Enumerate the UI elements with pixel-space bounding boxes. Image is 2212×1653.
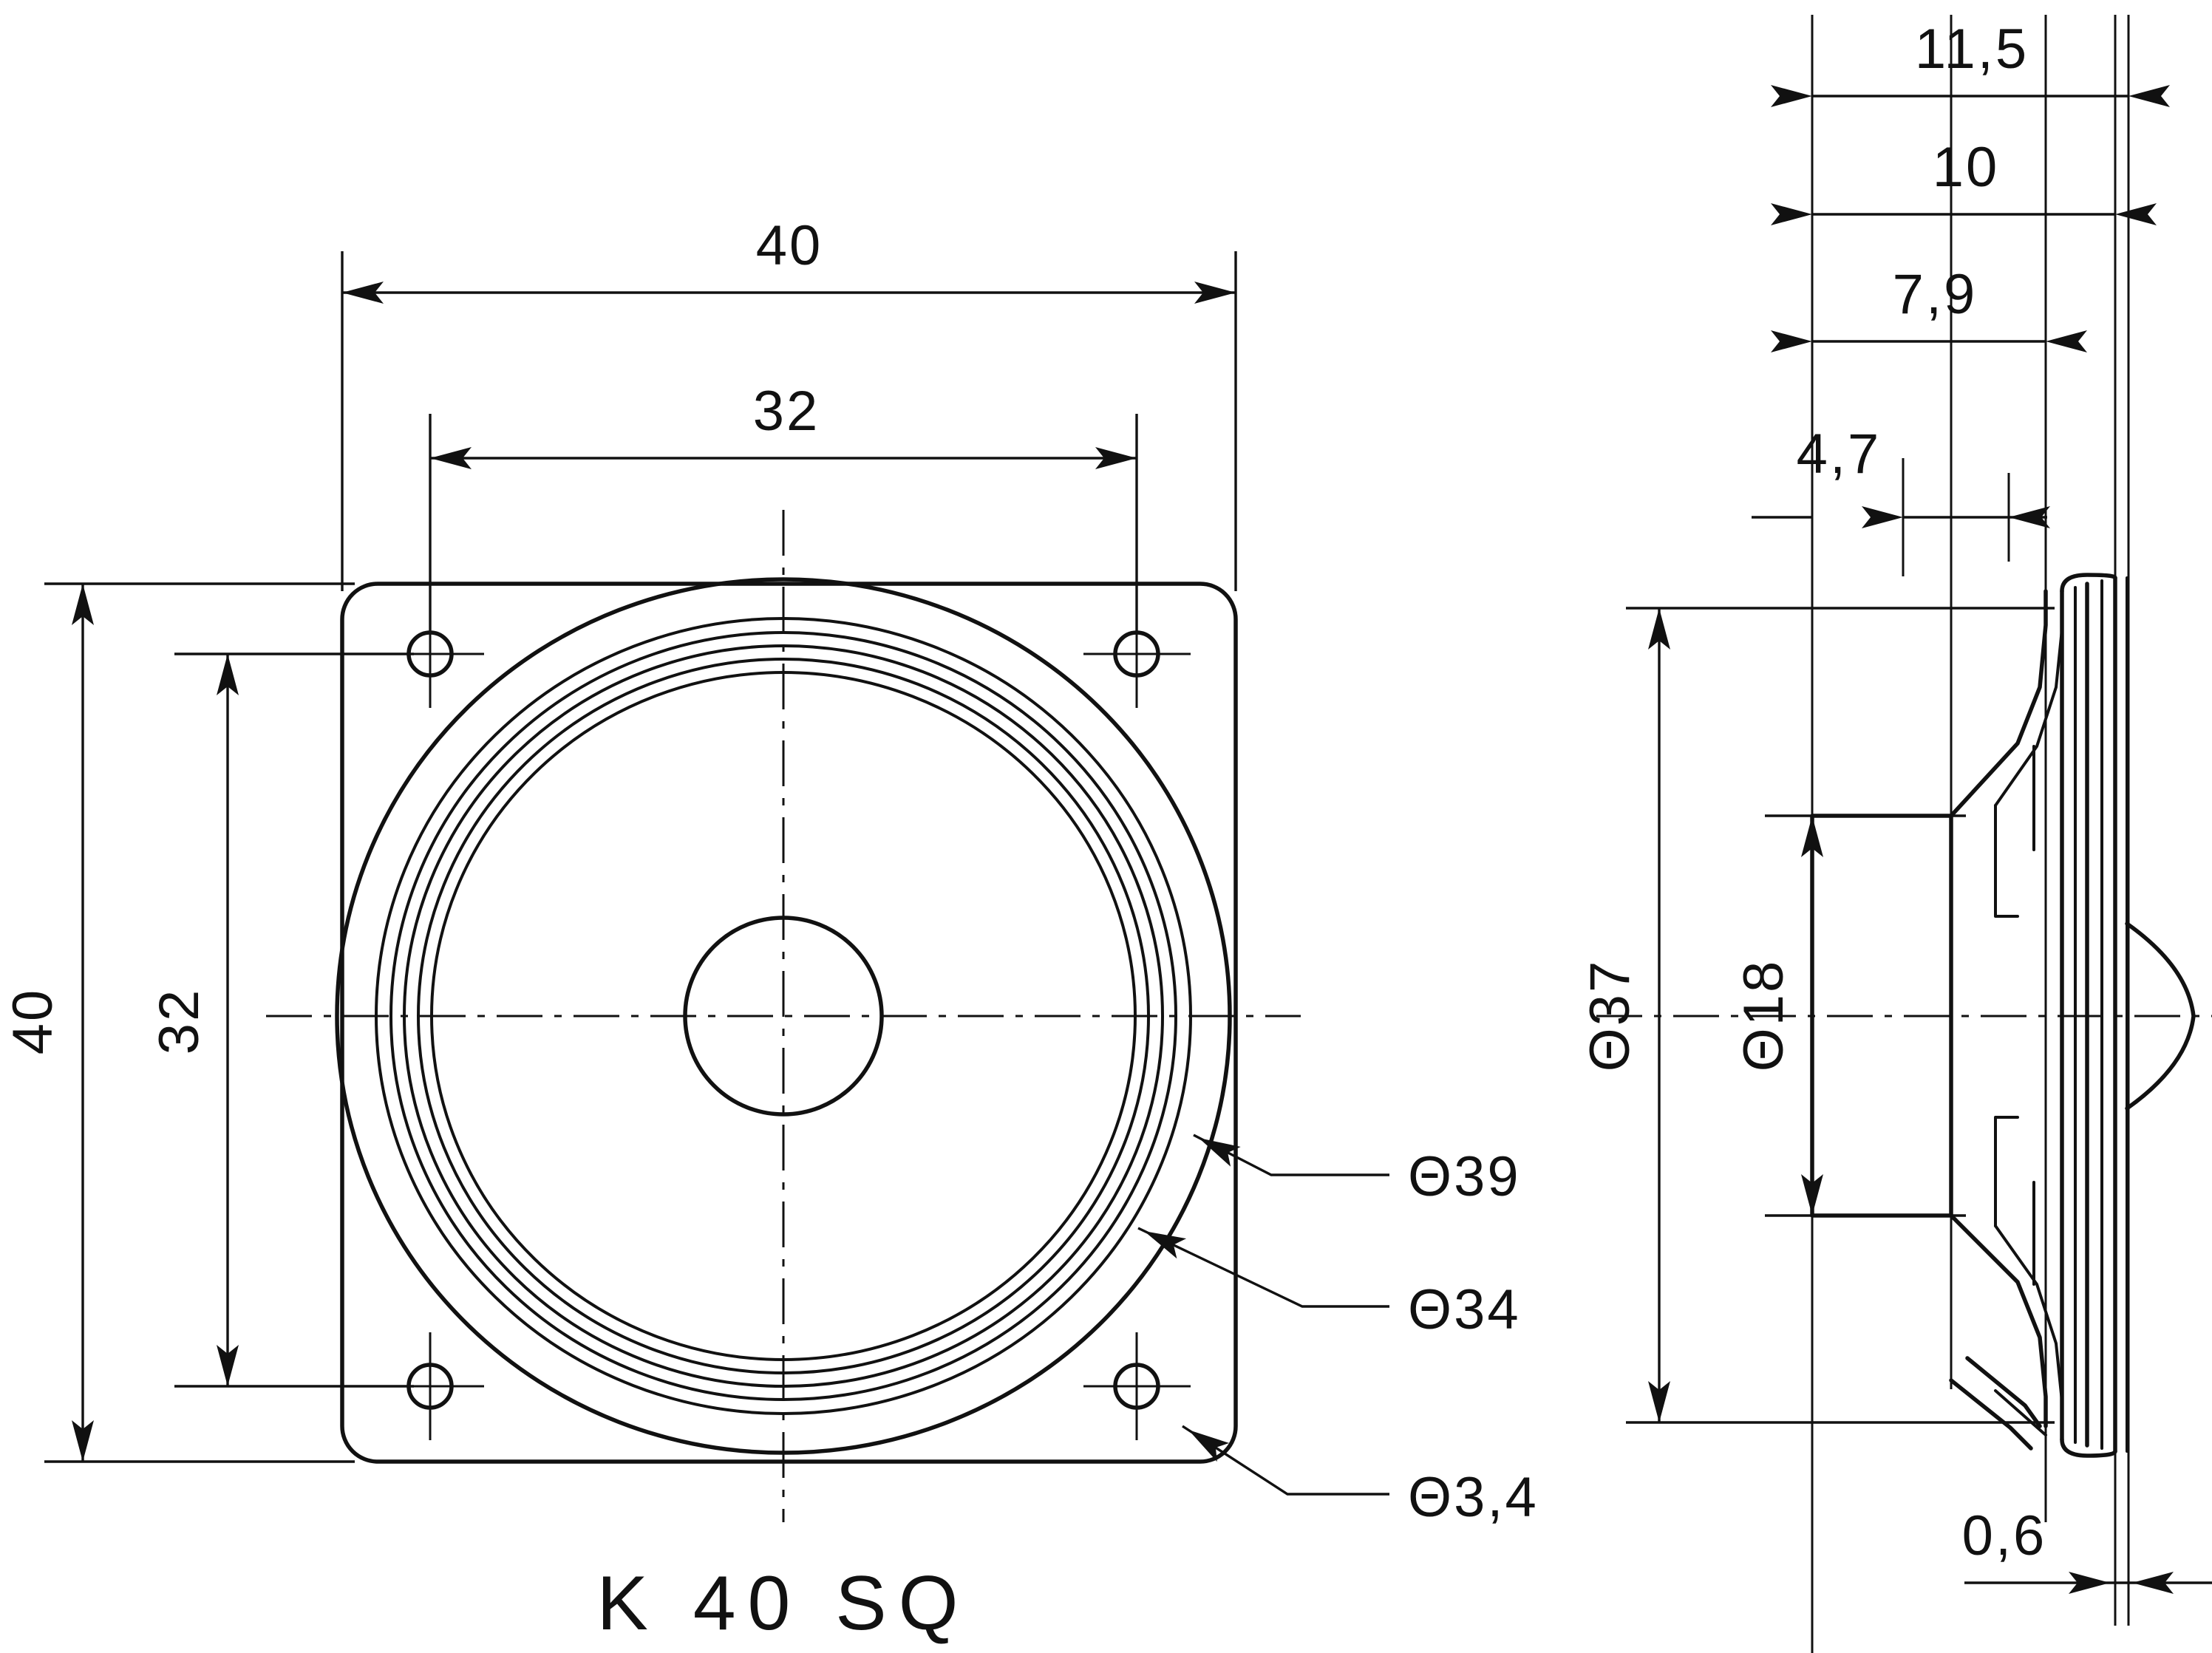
dim-label-depth-total: 11,5 (1915, 18, 2029, 81)
dim-label-bolt-32-h: 32 (753, 380, 820, 443)
dim-label-depth-79: 7,9 (1893, 263, 1978, 326)
leader-label-cone-dia: Θ34 (1408, 1278, 1521, 1341)
side-view: 11,5 10 7,9 4,7 (1579, 15, 2212, 1653)
leader-cone-dia: Θ34 (1137, 1221, 1521, 1341)
leader-bolt-hole-dia: Θ3,4 (1182, 1420, 1539, 1529)
drawing-title: K 40 SQ (596, 1561, 970, 1646)
dim-label-depth-47: 4,7 (1797, 423, 1882, 485)
basket-step-top (1994, 804, 2019, 918)
dim-height-40: 40 (1, 582, 355, 1463)
dim-label-flange-thickness: 0,6 (1962, 1504, 2047, 1567)
dim-pole-dia: Θ18 (1732, 814, 1966, 1217)
dim-label-width-40: 40 (756, 214, 823, 277)
dim-label-depth-10: 10 (1933, 136, 2000, 199)
dim-label-bolt-32-v: 32 (148, 988, 211, 1055)
terminal-tab-upper (1965, 1356, 2042, 1428)
frame-outline (340, 582, 1238, 1464)
dim-label-pole-dia: Θ18 (1732, 959, 1795, 1072)
dim-depth-total: 11,5 (1771, 18, 2170, 107)
terminal-tab-mid (1994, 1389, 2047, 1436)
dim-bolt-32-horizontal: 32 (429, 380, 1138, 634)
leader-line (1137, 1227, 1389, 1308)
leader-label-outer-dia: Θ39 (1408, 1145, 1521, 1208)
dim-depth-10: 10 (1771, 136, 2157, 225)
flange-cap-bottom (2060, 1437, 2117, 1458)
terminal-tab-lower (1949, 1378, 2033, 1451)
flange-cap-top (2060, 573, 2117, 593)
dim-bolt-32-vertical: 32 (148, 652, 414, 1388)
dim-flange-thickness: 0,6 (1962, 1504, 2212, 1594)
dim-depth-47: 4,7 (1752, 423, 2050, 576)
leader-line (1182, 1425, 1389, 1496)
front-view: 40 32 40 32 (1, 214, 1539, 1529)
basket-step-bottom (1994, 1116, 2019, 1227)
dim-depth-79: 7,9 (1771, 263, 2087, 352)
leader-outer-dia: Θ39 (1193, 1128, 1521, 1208)
dim-label-magnet-dia: Θ37 (1579, 959, 1641, 1072)
leader-label-bolt-hole-dia: Θ3,4 (1408, 1466, 1539, 1529)
dim-magnet-dia: Θ37 (1579, 607, 2055, 1424)
dim-width-40: 40 (341, 214, 1237, 591)
dim-label-height-40: 40 (1, 988, 64, 1055)
